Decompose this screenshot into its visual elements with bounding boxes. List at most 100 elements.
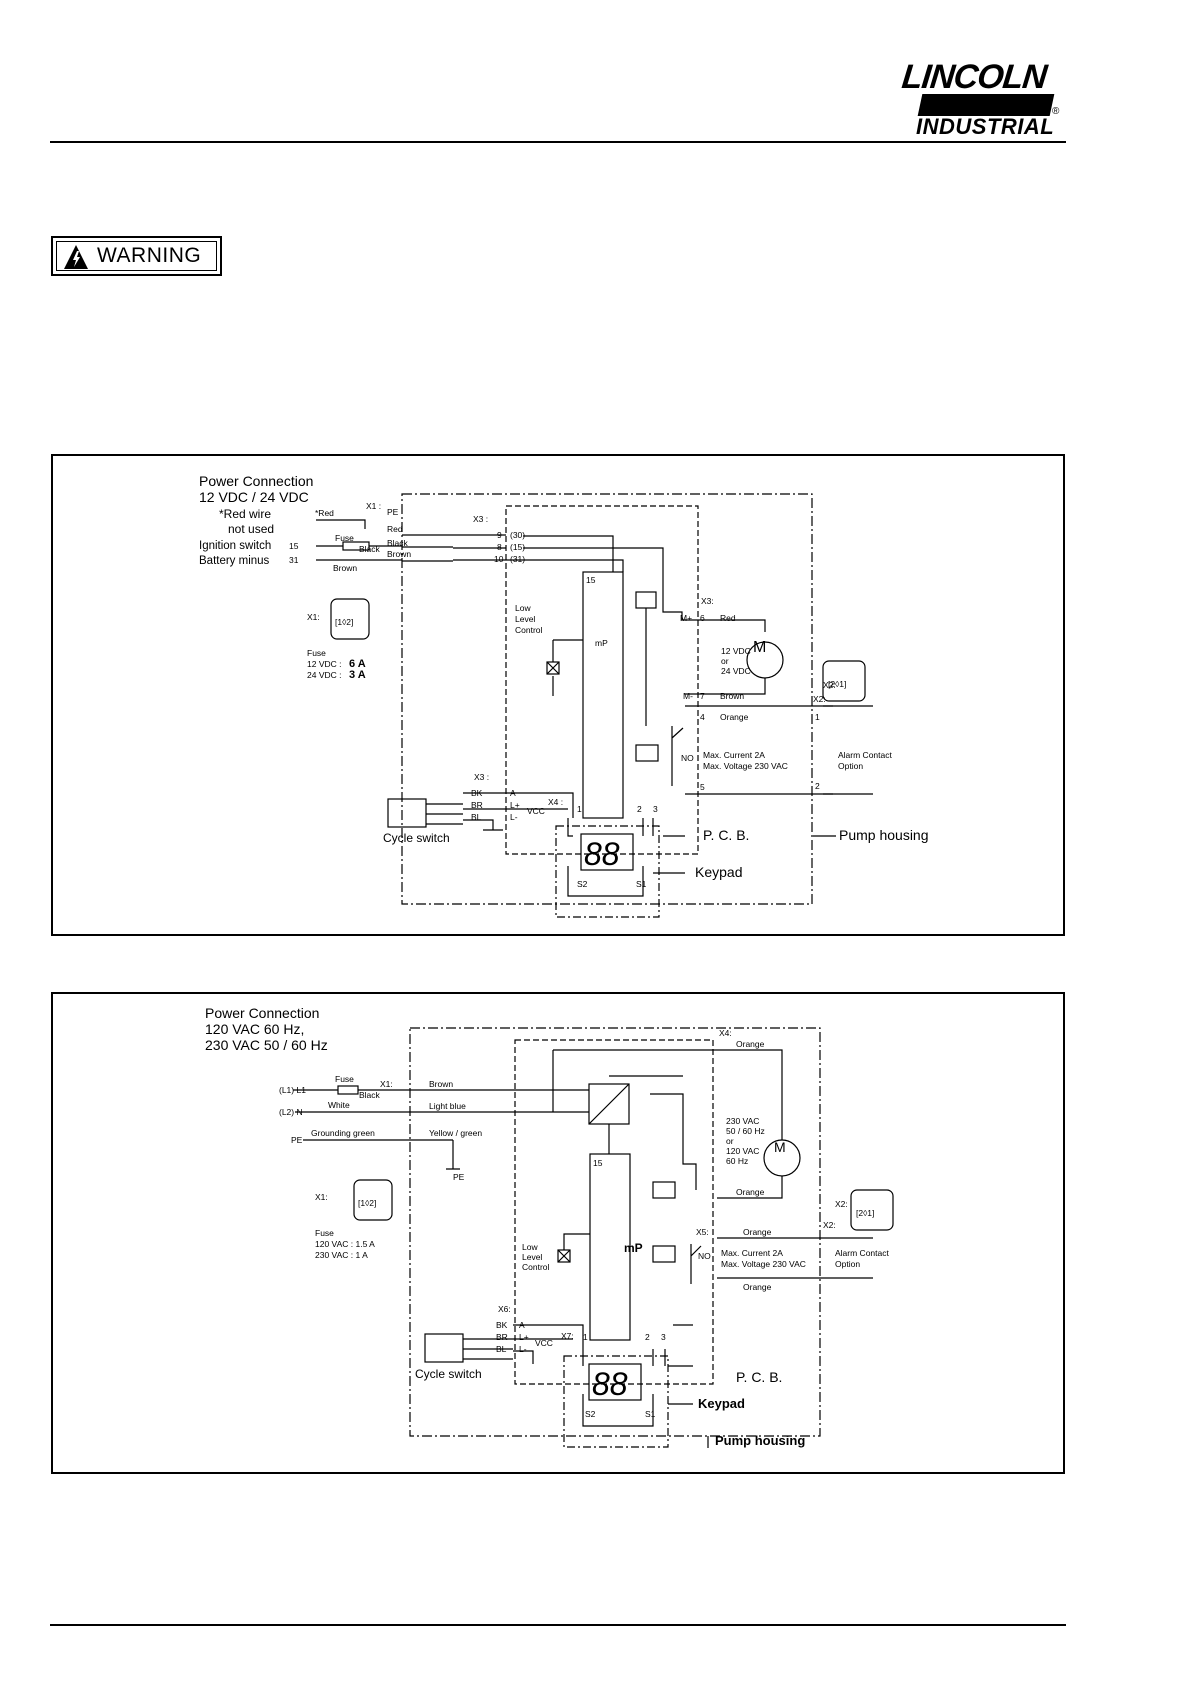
wiring-diagram-dc: Power Connection 12 VDC / 24 VDC *Red wi… (51, 454, 1065, 936)
d1-pin15: 15 (586, 575, 596, 585)
d2-white: White (328, 1100, 350, 1110)
d2-alarm2: Option (835, 1259, 860, 1269)
d1-mp: mP (595, 638, 608, 648)
d1-t30: (30) (510, 530, 525, 540)
mp-block (582, 571, 624, 819)
d2-mp: mP (624, 1241, 643, 1255)
keypad-outline-2 (563, 1355, 669, 1448)
d2-orange4: Orange (743, 1282, 772, 1292)
d1-ignition: Ignition switch (199, 540, 271, 552)
d1-x2b: X2: (813, 694, 826, 704)
wiring-diagram-dc-svg: Power Connection 12 VDC / 24 VDC *Red wi… (199, 473, 929, 918)
d2-pump-housing-label: Pump housing (715, 1433, 805, 1448)
warning-inner-border (56, 241, 217, 271)
d1-t8: 8 (497, 542, 502, 552)
d1-x3b: X3: (701, 596, 714, 606)
d1-five: 5 (700, 782, 705, 792)
d1-wire-black: Black (387, 538, 409, 548)
d2-low1: Low (522, 1242, 538, 1252)
d1-s1: S1 (636, 879, 647, 889)
d1-red-motor: Red (720, 613, 736, 623)
d2-fuse120: 120 VAC : 1.5 A (315, 1239, 375, 1249)
d2-x2b: X2: (823, 1220, 836, 1230)
x2-connector-box (822, 660, 866, 702)
pcb-outline (505, 505, 699, 855)
d1-one: 1 (815, 712, 820, 722)
logo-bar (917, 94, 1055, 116)
logo-industrial-text: INDUSTRIAL (916, 114, 1055, 139)
d1-alarm2: Option (838, 761, 863, 771)
d1-pcb-label: P. C. B. (703, 827, 749, 843)
d2-motor-m: M (774, 1139, 786, 1155)
keypad-outline (555, 825, 660, 918)
d1-s2: S2 (577, 879, 588, 889)
d1-x1: X1 : (366, 501, 381, 511)
d1-pin2: 2 (637, 804, 642, 814)
d2-orange3: Orange (743, 1227, 772, 1237)
d1-display: 88 (584, 836, 620, 872)
d2-n2: 2 (645, 1332, 650, 1342)
d1-pump-housing-label: Pump housing (839, 827, 929, 843)
d1-two: 2 (815, 781, 820, 791)
d2-pin15: 15 (593, 1158, 603, 1168)
d2-x5: X5: (696, 1227, 709, 1237)
d1-pin1: 1 (577, 804, 582, 814)
d2-bl: BL (496, 1344, 507, 1354)
d2-low2: Level (522, 1252, 542, 1262)
d1-fuse12: 12 VDC : (307, 659, 342, 669)
d1-low1: Low (515, 603, 531, 613)
d2-fuse-block: Fuse (315, 1228, 334, 1238)
d2-a: A (519, 1320, 525, 1330)
d1-battery-minus: Battery minus (199, 555, 270, 567)
d2-grounding: Grounding green (311, 1128, 375, 1138)
d1-six: 6 (700, 613, 705, 623)
d2-light-blue: Light blue (429, 1101, 466, 1111)
d1-orange: Orange (720, 712, 749, 722)
d1-mminus: M- (683, 691, 693, 701)
d2-alarm1: Alarm Contact (835, 1248, 889, 1258)
d2-keypad-label: Keypad (698, 1396, 745, 1411)
d2-low3: Control (522, 1262, 550, 1272)
d2-x1: X1: (380, 1079, 393, 1089)
d1-a: A (510, 788, 516, 798)
d2-bk: BK (496, 1320, 508, 1330)
d2-br: BR (496, 1332, 508, 1342)
fuse-2 (337, 1085, 359, 1095)
d2-pe2: PE (453, 1172, 465, 1182)
d2-mv5: 60 Hz (726, 1156, 748, 1166)
d2-lplus: L+ (519, 1332, 529, 1342)
wiring-diagram-ac-svg: Power Connection 120 VAC 60 Hz, 230 VAC … (205, 1005, 894, 1448)
d2-orange: Orange (736, 1039, 765, 1049)
lincoln-industrial-logo: LINCOLN INDUSTRIAL ® (900, 58, 1072, 140)
x2-connector-box-2 (850, 1189, 894, 1231)
d1-brown-motor: Brown (720, 691, 744, 701)
d1-t9: 9 (497, 530, 502, 540)
d1-title-line2: 12 VDC / 24 VDC (199, 489, 309, 505)
d1-t15: (15) (510, 542, 525, 552)
d1-x4: X4 : (548, 797, 563, 807)
d2-pe: PE (291, 1135, 303, 1145)
d1-bl: BL (471, 812, 482, 822)
d1-x1box-label: X1: (307, 612, 320, 622)
d2-x1box-label: X1: (315, 1192, 328, 1202)
d1-pin3: 3 (653, 804, 658, 814)
d1-t31: (31) (510, 554, 525, 564)
d2-brown: Brown (429, 1079, 453, 1089)
d2-mv4: 120 VAC (726, 1146, 759, 1156)
d2-no: NO (698, 1251, 711, 1261)
d1-red-note: *Red (315, 508, 334, 518)
d2-n: (L2) N (279, 1107, 303, 1117)
d2-orange2: Orange (736, 1187, 765, 1197)
d1-mv3: 24 VDC (721, 666, 751, 676)
d1-mplus: M+ (680, 613, 692, 623)
d2-fuse: Fuse (335, 1074, 354, 1084)
d2-display: 88 (592, 1366, 628, 1402)
d1-motor-m: M (753, 639, 766, 656)
display-box (580, 833, 634, 871)
d1-x3c: X3 : (474, 772, 489, 782)
wire-red-note (316, 519, 366, 529)
d1-brown: Brown (333, 563, 357, 573)
d2-n3: 3 (661, 1332, 666, 1342)
d2-vcc: VCC (535, 1338, 553, 1348)
d2-fuse230: 230 VAC : 1 A (315, 1250, 368, 1260)
